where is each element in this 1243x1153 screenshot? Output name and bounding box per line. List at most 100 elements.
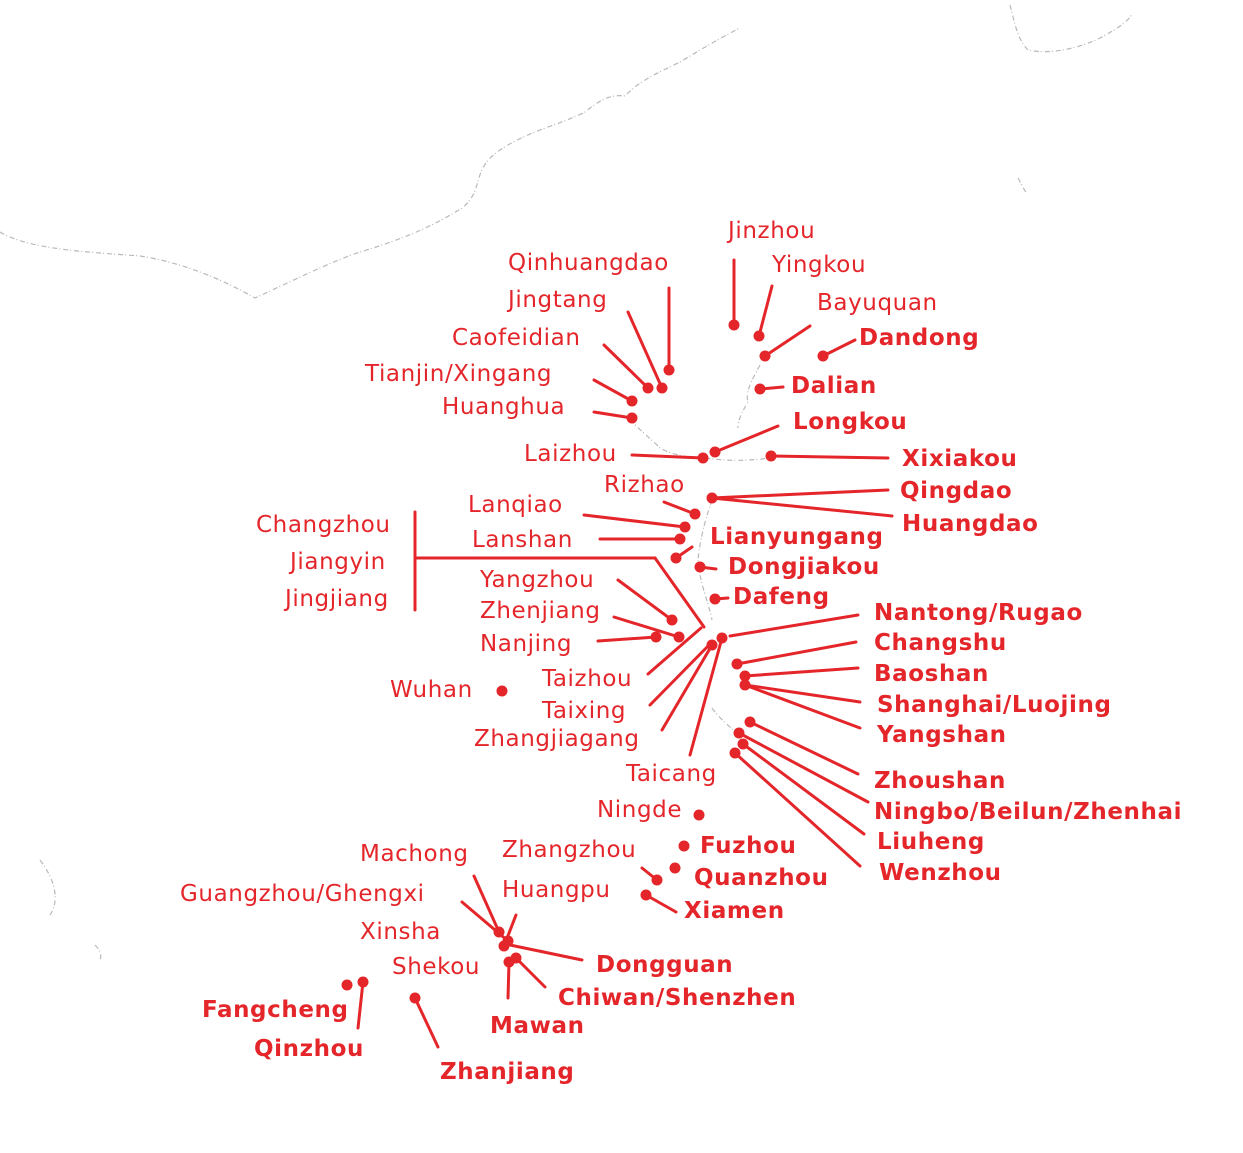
yangzhou-label: Yangzhou (479, 567, 594, 593)
yangtze-bracket-line-3 (653, 556, 706, 629)
laizhou-leader-line (630, 453, 705, 460)
qingdao-label: Qingdao (900, 478, 1012, 504)
zhangzhou-label: Zhangzhou (502, 837, 636, 863)
yingkou-leader-line (757, 284, 774, 338)
qinzhou-leader-line (356, 980, 365, 1030)
shekou-label: Shekou (392, 954, 480, 980)
bayuquan-port-dot (759, 350, 771, 362)
dafeng-label: Dafeng (733, 584, 830, 610)
rizhao-leader-line (662, 500, 697, 516)
huanghua-label: Huanghua (442, 394, 565, 420)
yangshan-leader-line (743, 683, 862, 730)
caofeidian-label: Caofeidian (452, 325, 581, 351)
longkou-leader-line (713, 424, 780, 454)
northern-coastline (0, 27, 741, 299)
yellow-sea-coastline (697, 499, 713, 621)
nantong-leader-line (728, 613, 860, 638)
qingdao-leader-line (710, 488, 890, 500)
east-china-coastline (711, 707, 746, 743)
east-coastline-fragment (1017, 177, 1027, 193)
dandong-leader-line (821, 338, 857, 358)
xinsha-port-dot (498, 940, 510, 952)
dafeng-port-dot (709, 593, 721, 605)
lianyungang-port-dot (670, 552, 682, 564)
wuhan-label: Wuhan (390, 677, 473, 703)
huangpu-label: Huangpu (502, 877, 611, 903)
shanghai-port-dot (739, 679, 751, 691)
southwest-coastline (39, 859, 102, 961)
qinhuangdao-port-dot (663, 364, 675, 376)
zhenjiang-leader-line (612, 615, 681, 639)
taixing-label: Taixing (541, 698, 626, 724)
huanghua-port-dot (626, 412, 638, 424)
zhoushan-leader-line (748, 720, 860, 776)
wuhan-port-dot (496, 685, 508, 697)
changshu-leader-line (735, 640, 858, 666)
huangdao-label: Huangdao (902, 511, 1039, 537)
machong-leader-line (472, 874, 501, 934)
dongguan-leader-line (508, 943, 584, 962)
huangdao-leader-line (710, 496, 894, 518)
zhanjiang-leader-line (413, 996, 440, 1049)
jingjiang-label: Jingjiang (283, 586, 389, 612)
taicang-leader-line (688, 636, 724, 757)
lianyungang-label: Lianyungang (710, 524, 884, 550)
chiwan-port-dot (510, 952, 522, 964)
zhoushan-port-dot (744, 716, 756, 728)
fangcheng-label: Fangcheng (202, 997, 349, 1023)
caofeidian-port-dot (642, 382, 654, 394)
yangzhou-leader-line (616, 578, 674, 622)
lanqiao-port-dot (679, 521, 691, 533)
longkou-label: Longkou (793, 409, 907, 435)
taicang-port-dot (716, 632, 728, 644)
laizhou-label: Laizhou (524, 441, 617, 467)
fangcheng-port-dot (341, 979, 353, 991)
fuzhou-label: Fuzhou (700, 833, 796, 859)
yangzhou-port-dot (666, 614, 678, 626)
ningde-port-dot (693, 809, 705, 821)
bayuquan-label: Bayuquan (817, 290, 938, 316)
taizhou-label: Taizhou (541, 666, 632, 692)
zhanjiang-port-dot (409, 992, 421, 1004)
jingtang-leader-line (626, 310, 664, 390)
fuzhou-port-dot (678, 840, 690, 852)
nanjing-label: Nanjing (480, 631, 572, 657)
quanzhou-port-dot (669, 862, 681, 874)
laizhou-port-dot (697, 452, 709, 464)
huangpu-port-dot (640, 889, 652, 901)
shanghai-leader-line (743, 683, 862, 704)
xinsha-label: Xinsha (360, 919, 441, 945)
caofeidian-leader-line (602, 343, 650, 390)
tianjin-label: Tianjin/Xingang (364, 361, 552, 387)
changshu-label: Changshu (874, 630, 1007, 656)
dandong-label: Dandong (859, 325, 979, 351)
wenzhou-leader-line (733, 751, 862, 868)
jingtang-port-dot (656, 382, 668, 394)
zhangjiagang-label: Zhangjiagang (474, 726, 640, 752)
xixiakou-port-dot (765, 450, 777, 462)
yangshan-label: Yangshan (876, 722, 1007, 748)
dandong-port-dot (817, 350, 829, 362)
lanshan-label: Lanshan (472, 527, 573, 553)
guangzhou-label: Guangzhou/Ghengxi (180, 881, 425, 907)
jinzhou-port-dot (728, 319, 740, 331)
tianjin-port-dot (626, 395, 638, 407)
huangpu-leader-line (644, 893, 678, 914)
zhenjiang-port-dot (673, 631, 685, 643)
machong-port-dot (493, 926, 505, 938)
rizhao-label: Rizhao (604, 472, 685, 498)
ningde-label: Ningde (597, 797, 682, 823)
chiwan-leader-line (514, 956, 547, 989)
yingkou-port-dot (753, 330, 765, 342)
dongjiakou-label: Dongjiakou (728, 554, 880, 580)
wenzhou-label: Wenzhou (879, 860, 1002, 886)
zhangzhou-port-dot (651, 874, 663, 886)
huanghua-leader-line (592, 410, 634, 420)
zhenjiang-label: Zhenjiang (480, 598, 601, 624)
chiwan-label: Chiwan/Shenzhen (558, 985, 796, 1011)
longkou-port-dot (709, 446, 721, 458)
ningbo-label: Ningbo/Beilun/Zhenhai (874, 799, 1182, 825)
liuheng-leader-line (741, 742, 866, 836)
rizhao-port-dot (689, 508, 701, 520)
northeast-coastline (1009, 4, 1133, 53)
